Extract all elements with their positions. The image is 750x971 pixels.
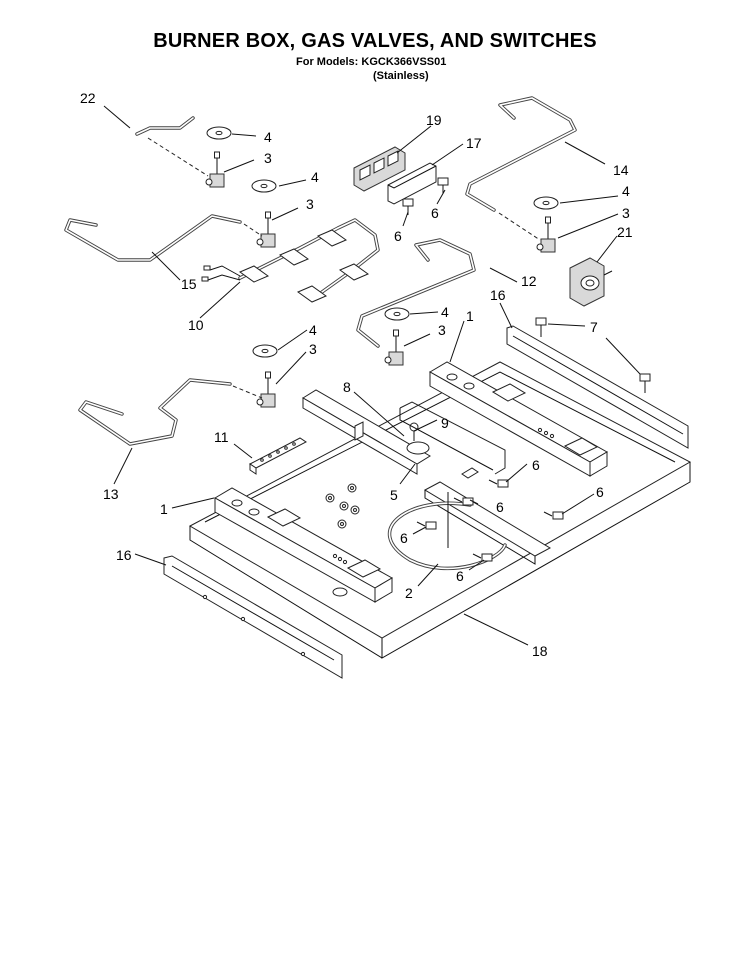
callout-3: 3	[438, 322, 446, 338]
valve-bezels	[206, 126, 559, 358]
callout-6: 6	[456, 568, 464, 584]
callout-2: 2	[405, 585, 413, 601]
callout-14: 14	[613, 162, 629, 178]
page-title: BURNER BOX, GAS VALVES, AND SWITCHES	[153, 30, 597, 52]
finish-line: (Stainless)	[373, 70, 429, 82]
callout-19: 19	[426, 112, 442, 128]
callout-21: 21	[617, 224, 633, 240]
callout-4: 4	[264, 129, 272, 145]
center-support-bracket	[302, 389, 431, 475]
leader-lines	[103, 105, 641, 646]
callout-11: 11	[214, 429, 229, 445]
callout-1: 1	[160, 501, 168, 517]
callout-6: 6	[400, 530, 408, 546]
callout-numbers: 22 4 3 4 3 19 17 6 6 14 4 3 21 15 10 12 …	[80, 90, 633, 659]
switch-module	[353, 146, 406, 192]
callout-4: 4	[441, 304, 449, 320]
burner-support-bracket-rear	[428, 361, 609, 477]
switch-bracket	[387, 162, 437, 205]
callout-15: 15	[181, 276, 197, 292]
callout-3: 3	[309, 341, 317, 357]
front-trim-strip	[163, 555, 343, 679]
callout-13: 13	[103, 486, 119, 502]
callout-3: 3	[306, 196, 314, 212]
burner-support-bracket-front	[213, 487, 394, 603]
callout-16: 16	[116, 547, 132, 563]
rear-trim-strip	[506, 325, 689, 449]
callout-5: 5	[390, 487, 398, 503]
ignition-strip	[249, 437, 307, 475]
callout-4: 4	[622, 183, 630, 199]
pressure-regulator	[569, 257, 613, 307]
models-line: For Models: KGCK366VSS01	[296, 56, 447, 68]
callout-6: 6	[496, 499, 504, 515]
callout-8: 8	[343, 379, 351, 395]
callout-12: 12	[521, 273, 537, 289]
callout-16: 16	[490, 287, 506, 303]
burner-orifice-holes	[325, 483, 360, 529]
gas-tubes	[64, 96, 577, 446]
callout-7: 7	[590, 319, 598, 335]
screws	[402, 177, 651, 562]
callout-1: 1	[466, 308, 474, 324]
callout-6: 6	[532, 457, 540, 473]
callout-4: 4	[309, 322, 317, 338]
callout-6: 6	[394, 228, 402, 244]
callout-3: 3	[622, 205, 630, 221]
callout-10: 10	[188, 317, 204, 333]
callout-17: 17	[466, 135, 482, 151]
callout-3: 3	[264, 150, 272, 166]
callout-4: 4	[311, 169, 319, 185]
callout-6: 6	[431, 205, 439, 221]
callout-22: 22	[80, 90, 96, 106]
callout-6: 6	[596, 484, 604, 500]
gas-valves	[205, 151, 556, 408]
wiring-harness	[201, 218, 380, 303]
callout-18: 18	[532, 643, 548, 659]
callout-9: 9	[441, 415, 449, 431]
